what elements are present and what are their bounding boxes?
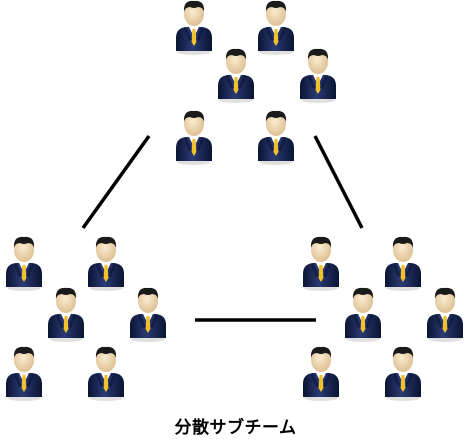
subteam-bottom-left: [6, 236, 166, 401]
subteam-top: [176, 0, 336, 165]
subteam-bottom-right: [303, 236, 463, 401]
team-member-icon: [385, 236, 421, 291]
team-member-icon: [176, 0, 212, 55]
diagram-caption: 分散サブチーム: [174, 418, 297, 438]
team-member-icon: [176, 110, 212, 165]
team-member-icon: [258, 0, 294, 55]
team-member-icon: [88, 346, 124, 401]
team-member-icon: [218, 48, 254, 103]
team-member-icon: [303, 346, 339, 401]
team-member-icon: [300, 48, 336, 103]
team-member-icon: [48, 287, 84, 342]
team-member-icon: [130, 287, 166, 342]
team-member-icon: [385, 346, 421, 401]
team-member-icon: [6, 236, 42, 291]
team-member-icon: [303, 236, 339, 291]
link-top-to-bottom-left: [81, 134, 151, 230]
team-member-icon: [427, 287, 463, 342]
link-top-to-bottom-right: [313, 135, 364, 229]
team-links: [81, 134, 364, 322]
team-member-icon: [258, 110, 294, 165]
team-member-icon: [88, 236, 124, 291]
team-member-icon: [345, 287, 381, 342]
team-member-icon: [6, 346, 42, 401]
